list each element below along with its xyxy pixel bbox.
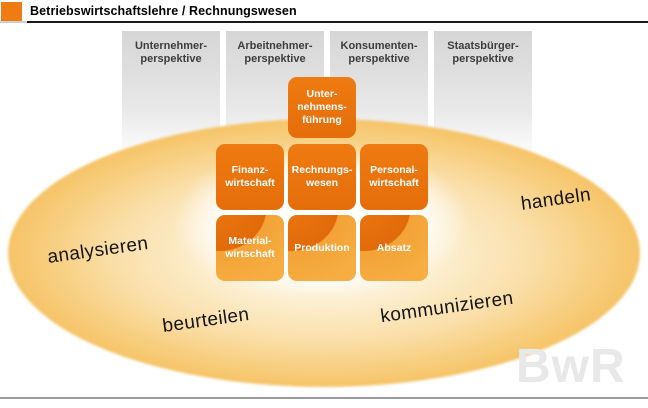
page-title: Betriebswirtschaftslehre / Rechnungswese… bbox=[30, 4, 297, 18]
perspective-label: Unternehmer- perspektive bbox=[134, 40, 208, 65]
org-box-personalwirtschaft: Personal- wirtschaft bbox=[360, 144, 428, 210]
header-rule bbox=[27, 21, 648, 23]
org-box-unternehmensfuehrung: Unter- nehmens- führung bbox=[288, 77, 356, 138]
perspective-label: Staatsbürger- perspektive bbox=[447, 40, 519, 65]
org-box-label: Unter- nehmens- führung bbox=[297, 88, 347, 126]
org-box-absatz: Absatz bbox=[360, 215, 428, 281]
perspective-label: Arbeitnehmer- perspektive bbox=[237, 40, 313, 65]
orange-accent-square bbox=[1, 2, 22, 21]
bottom-rule bbox=[0, 397, 648, 399]
perspective-column-staatsbuerger: Staatsbürger- perspektive bbox=[434, 31, 532, 159]
org-box-label: Finanz- wirtschaft bbox=[225, 164, 275, 189]
org-box-label: Produktion bbox=[294, 241, 350, 254]
org-box-finanzwirtschaft: Finanz- wirtschaft bbox=[216, 144, 284, 210]
header-rule-stub bbox=[0, 21, 27, 23]
org-box-label: Absatz bbox=[376, 241, 412, 254]
org-box-rechnungswesen: Rechnungs- wesen bbox=[288, 144, 356, 210]
perspective-label: Konsumenten- perspektive bbox=[340, 40, 418, 65]
watermark-bwr: BwR bbox=[516, 340, 626, 393]
org-box-label: Rechnungs- wesen bbox=[291, 164, 353, 189]
org-box-label: Material- wirtschaft bbox=[225, 235, 275, 260]
org-box-produktion: Produktion bbox=[288, 215, 356, 281]
org-box-materialwirtschaft: Material- wirtschaft bbox=[216, 215, 284, 281]
org-box-label: Personal- wirtschaft bbox=[369, 164, 419, 189]
